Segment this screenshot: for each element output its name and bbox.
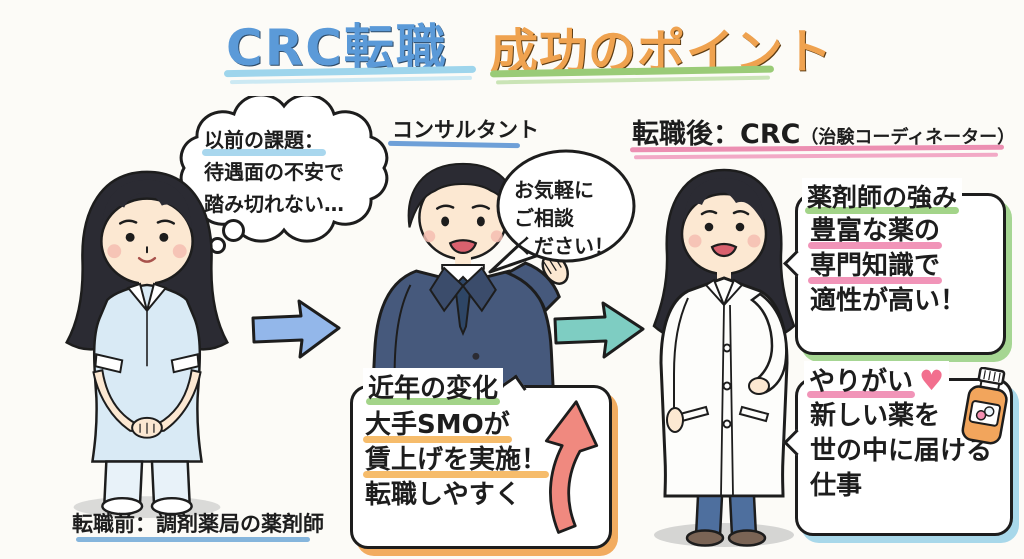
- before-caption-underline: [76, 537, 310, 542]
- thought-line-3: 踏み切れない…: [204, 192, 344, 216]
- strength-line-3: 適性が高い！: [810, 286, 967, 316]
- consultant-label: コンサルタント: [392, 118, 539, 142]
- strength-line-1: 豊富な薬の: [807, 214, 943, 249]
- recent-change-heading: 近年の変化: [363, 368, 504, 405]
- thought-bubble-text: 以前の課題： 待遇面の不安で 踏み切れない…: [202, 124, 344, 220]
- recent-change-line-3: 転職しやすく: [365, 480, 521, 510]
- heart-icon: ♥: [919, 364, 945, 397]
- arrow-right-blue: [251, 299, 341, 359]
- speech-line-1: お気軽に: [514, 178, 594, 202]
- recent-change-line-1: 大手SMOが: [363, 408, 512, 443]
- speech-line-3: ください！: [514, 234, 614, 258]
- pharmacist-woman-illustration: [64, 170, 230, 519]
- reward-line-2: 世の中に届ける: [810, 436, 993, 466]
- speech-bubble-text: お気軽に ご相談 ください！: [500, 176, 634, 260]
- reward-line-3: 仕事: [810, 471, 863, 501]
- strength-box: 薬剤師の強み 豊富な薬の 専門知識で 適性が高い！: [783, 178, 1006, 355]
- upward-trend-arrow: [544, 400, 599, 534]
- reward-box: やりがい♥ 新しい薬を 世の中に届ける 仕事: [783, 361, 1013, 536]
- consultant-man-illustration: [371, 162, 569, 390]
- recent-change-line-2: 賃上げを実施！: [362, 443, 550, 478]
- before-caption: 転職前：調剤薬局の薬剤師: [72, 512, 324, 536]
- strength-box-heading: 薬剤師の強み: [802, 178, 963, 214]
- reward-box-heading: やりがい♥: [804, 361, 950, 398]
- after-heading-paren: （治験コーディネーター）: [800, 127, 1016, 148]
- speech-bubble: [488, 149, 636, 274]
- crc-woman-illustration: [652, 168, 796, 547]
- after-heading: 転職後：CRC（治験コーディネーター）: [632, 112, 1015, 151]
- reward-line-1: 新しい薬を: [810, 401, 941, 431]
- recent-change-box: 近年の変化 大手SMOが 賃上げを実施！ 転職しやすく: [350, 368, 612, 549]
- speech-line-2: ご相談: [514, 206, 574, 230]
- strength-line-2: 専門知識で: [807, 249, 943, 284]
- pill-bottle-icon: [961, 367, 1008, 445]
- arrow-right-teal: [553, 301, 645, 359]
- after-heading-main: 転職後：CRC: [632, 119, 801, 150]
- thought-line-2: 待遇面の不安で: [204, 160, 344, 184]
- thought-line-1: 以前の課題：: [202, 124, 326, 156]
- thought-trail-dot-1: [222, 219, 245, 242]
